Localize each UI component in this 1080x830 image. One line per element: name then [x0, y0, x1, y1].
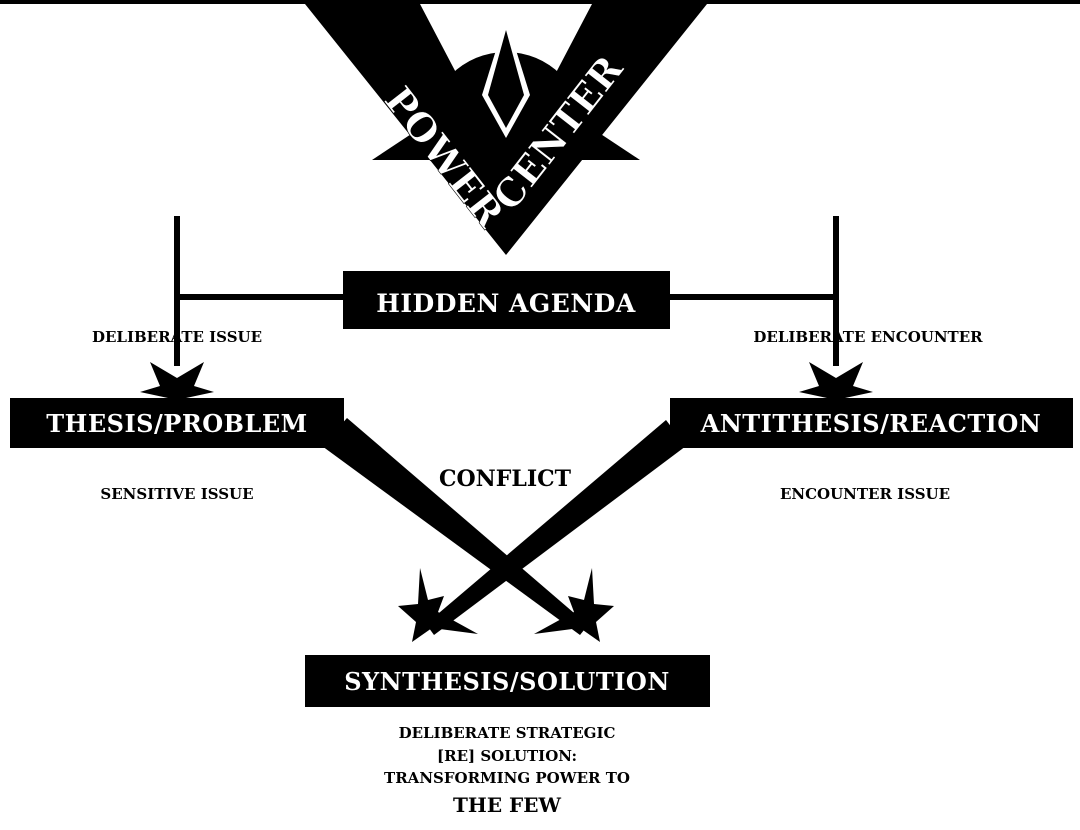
- hidden-agenda-label: HIDDEN AGENDA: [376, 289, 636, 318]
- synthesis-label: SYNTHESIS/SOLUTION: [344, 667, 670, 696]
- footer-line-1: DELIBERATE STRATEGIC: [399, 724, 616, 742]
- footer-line-4: THE FEW: [453, 793, 561, 817]
- blade-right-to-left: [426, 420, 686, 635]
- thesis-box: THESIS/PROBLEM: [10, 398, 344, 448]
- conflict-label: CONFLICT: [439, 466, 572, 492]
- synthesis-box: SYNTHESIS/SOLUTION: [305, 655, 710, 707]
- blade-left-to-right: [322, 418, 588, 635]
- logo-diamond: [488, 30, 524, 128]
- top-border: [0, 0, 1080, 4]
- right-down-arrowhead: [799, 362, 873, 412]
- deliberate-encounter-label: DELIBERATE ENCOUNTER: [753, 328, 983, 346]
- left-down-arrowhead: [140, 362, 214, 412]
- power-center-logo: POWER CENTER: [305, 4, 707, 255]
- left-vertical-line: [174, 216, 180, 366]
- deliberate-issue-label: DELIBERATE ISSUE: [92, 328, 262, 346]
- hidden-agenda-box: HIDDEN AGENDA: [343, 271, 670, 329]
- footer-text: DELIBERATE STRATEGIC [RE] SOLUTION: TRAN…: [384, 724, 630, 817]
- thesis-label: THESIS/PROBLEM: [46, 409, 307, 438]
- crossing-blades: [322, 418, 686, 642]
- footer-line-3: TRANSFORMING POWER TO: [384, 769, 630, 787]
- left-blade-tip: [398, 568, 478, 642]
- right-blade-tip: [534, 568, 614, 642]
- right-vertical-line: [833, 216, 839, 366]
- encounter-issue-label: ENCOUNTER ISSUE: [780, 485, 950, 503]
- antithesis-box: ANTITHESIS/REACTION: [670, 398, 1073, 448]
- sensitive-issue-label: SENSITIVE ISSUE: [100, 485, 253, 503]
- footer-line-2: [RE] SOLUTION:: [437, 747, 577, 765]
- logo-chevron: [305, 4, 707, 255]
- antithesis-label: ANTITHESIS/REACTION: [700, 409, 1042, 438]
